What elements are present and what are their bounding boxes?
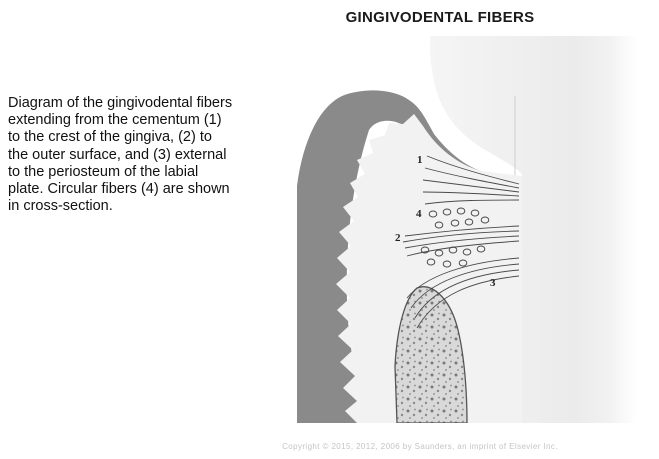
gingivodental-fibers-diagram: 1 4 2 3 [297, 36, 637, 423]
label-1: 1 [417, 154, 423, 166]
label-4: 4 [416, 208, 422, 220]
label-3: 3 [490, 277, 496, 289]
diagram-title: GINGIVODENTAL FIBERS [270, 9, 610, 26]
diagram-description: Diagram of the gingivodental fibers exte… [8, 95, 233, 215]
label-2: 2 [395, 232, 401, 244]
copyright-notice: Copyright © 2015, 2012, 2006 by Saunders… [180, 442, 659, 451]
